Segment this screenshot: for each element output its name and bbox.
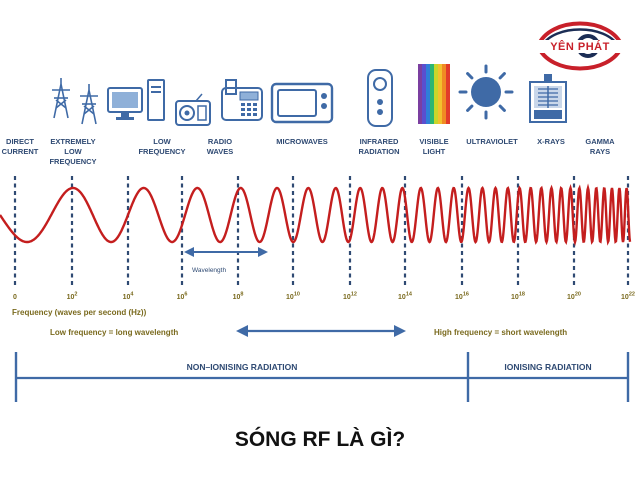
category-label: CURRENT <box>2 147 39 156</box>
tick-label: 106 <box>177 292 188 302</box>
microwave-oven-icon <box>270 82 334 124</box>
tick-label: 1012 <box>343 292 357 302</box>
category-label: EXTREMELY <box>50 137 95 146</box>
category-label: FREQUENCY <box>49 157 96 166</box>
tick-label: 1010 <box>286 292 300 302</box>
category-label: LOW <box>64 147 82 156</box>
xray-machine-icon <box>529 74 567 123</box>
wavelength-indicator: Wavelength <box>184 247 268 274</box>
frequency-direction-arrow <box>236 325 406 337</box>
yen-phat-logo: YÊN PHÁT <box>534 21 626 71</box>
category-label: RAYS <box>590 147 610 156</box>
radiation-band-bracket: NON–IONISING RADIATION IONISING RADIATIO… <box>14 352 630 402</box>
frequency-tick-labels: 0 102 104 106 108 1010 1012 1014 1016 1018 1020 102… <box>13 292 635 302</box>
category-label: LOW <box>153 137 171 146</box>
category-label: VISIBLE <box>419 137 448 146</box>
rainbow-spectrum-icon <box>418 64 450 124</box>
category-label: RADIATION <box>358 147 399 156</box>
ionising-label: IONISING RADIATION <box>504 362 591 372</box>
tick-label: 1016 <box>455 292 469 302</box>
tick-label: 108 <box>233 292 244 302</box>
frequency-gridlines <box>13 176 630 285</box>
tick-label: 1020 <box>567 292 581 302</box>
category-label: RADIO <box>208 137 232 146</box>
electromagnetic-wave <box>0 183 632 247</box>
frequency-axis-label: Frequency (waves per second (Hz)) <box>12 308 147 317</box>
category-label: GAMMA <box>585 137 615 146</box>
category-label: ULTRAVIOLET <box>466 137 518 146</box>
low-frequency-text: Low frequency = long wavelength <box>50 328 178 337</box>
wavelength-label: Wavelength <box>192 267 226 274</box>
power-tower-icon <box>80 84 98 125</box>
tick-label: 1018 <box>511 292 525 302</box>
tick-label: 0 <box>13 294 17 301</box>
page-title: SÓNG RF LÀ GÌ? <box>234 428 406 451</box>
power-tower-icon <box>52 78 70 119</box>
tick-label: 102 <box>67 292 78 302</box>
category-labels: DIRECTCURRENTEXTREMELYLOWFREQUENCYLOWFRE… <box>2 137 615 166</box>
high-frequency-text: High frequency = short wavelength <box>434 328 567 337</box>
logo-text: YÊN PHÁT <box>550 40 610 53</box>
category-label: LIGHT <box>423 147 446 156</box>
category-label: DIRECT <box>6 137 34 146</box>
category-label: X-RAYS <box>537 137 565 146</box>
non-ionising-label: NON–IONISING RADIATION <box>187 362 298 372</box>
radio-icon <box>175 93 211 126</box>
tick-label: 1014 <box>398 292 413 302</box>
category-label: WAVES <box>207 147 234 156</box>
sun-icon <box>458 64 514 120</box>
icon-row <box>52 64 567 127</box>
category-label: INFRARED <box>360 137 399 146</box>
tick-label: 104 <box>123 292 135 302</box>
category-label: MICROWAVES <box>276 137 328 146</box>
telephone-icon <box>221 79 263 121</box>
remote-control-icon <box>367 69 393 127</box>
category-label: FREQUENCY <box>138 147 185 156</box>
computer-icon <box>107 79 165 121</box>
tick-label: 1022 <box>621 292 635 302</box>
